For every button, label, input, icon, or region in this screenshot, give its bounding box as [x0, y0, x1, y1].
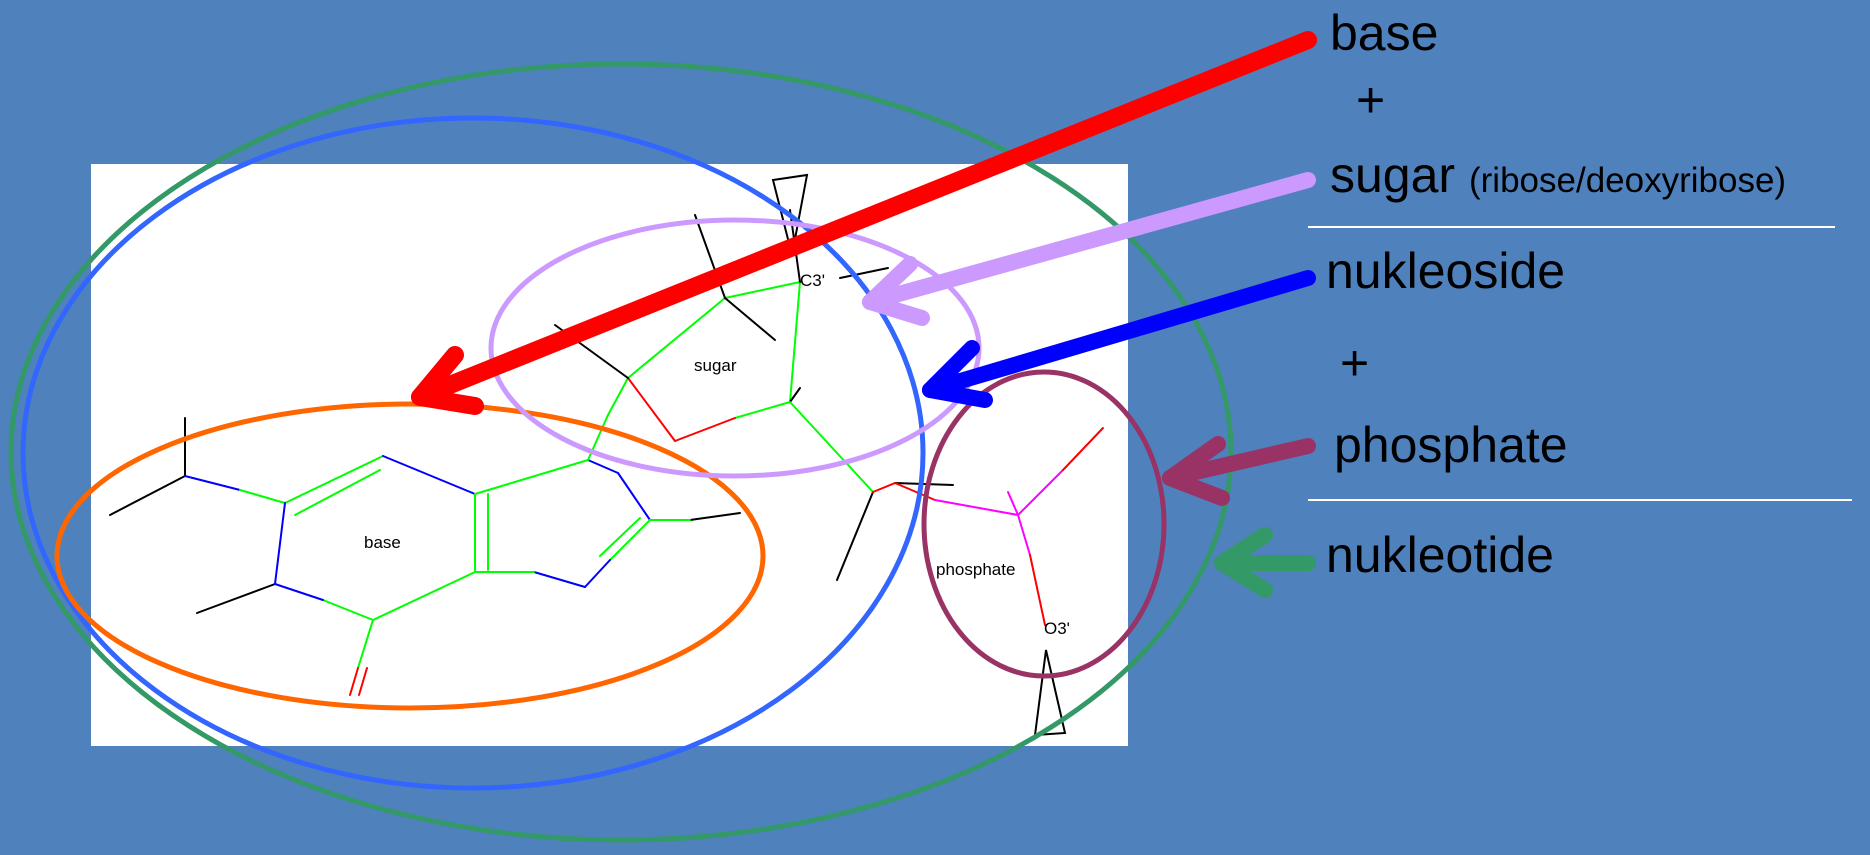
legend-nucleotide: nukleotide [1326, 527, 1554, 583]
c3-atom-label: C3' [800, 271, 825, 290]
phosphate-arrow [1162, 436, 1316, 506]
legend-sugar-line: sugar (ribose/deoxyribose) [1330, 150, 1786, 200]
legend-nucleoside: nukleoside [1326, 243, 1566, 299]
legend-sugar: sugar [1330, 147, 1456, 203]
nucleoside-arrow [922, 270, 1316, 408]
o3-atom-label: O3' [1044, 619, 1070, 638]
sugar-arrow [862, 172, 1316, 326]
base-molecule-label: base [364, 533, 401, 552]
legend-base: base [1330, 5, 1439, 61]
legend-divider-2 [1308, 499, 1852, 501]
phosphate-ellipse [921, 369, 1167, 679]
nucleoside-ellipse [20, 115, 926, 791]
base-ellipse [54, 401, 766, 711]
phosphate-molecule-label: phosphate [936, 560, 1015, 579]
legend-phosphate: phosphate [1334, 417, 1568, 473]
nucleotide-arrow [1214, 527, 1316, 598]
legend-sugar-note: (ribose/deoxyribose) [1468, 161, 1787, 200]
base-arrow [411, 31, 1317, 415]
molecule-image-panel [91, 164, 1128, 746]
legend-plus-1: + [1356, 72, 1386, 128]
sugar-molecule-label: sugar [694, 356, 737, 375]
legend-plus-2: + [1340, 335, 1370, 391]
legend-divider-1 [1308, 226, 1835, 228]
nucleotide-ellipse [8, 61, 1234, 843]
